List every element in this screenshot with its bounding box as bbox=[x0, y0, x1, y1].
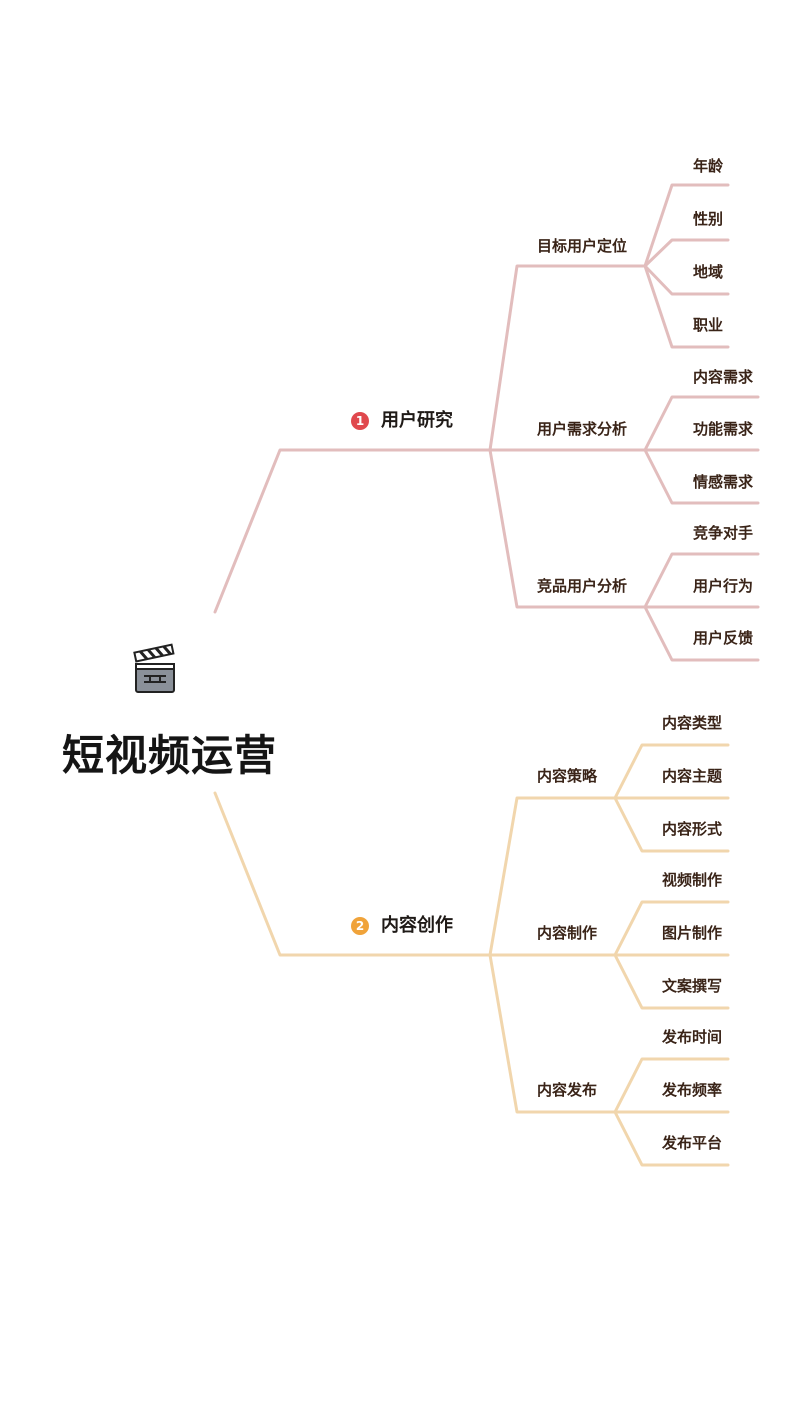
leaf-connector bbox=[643, 264, 730, 296]
sub-node: 目标用户定位 bbox=[537, 237, 628, 255]
sub-node: 竞品用户分析 bbox=[537, 577, 628, 595]
leaf-node: 用户反馈 bbox=[693, 629, 754, 647]
leaf-connector bbox=[613, 796, 730, 853]
sub-connector bbox=[488, 264, 647, 452]
leaf-connector bbox=[643, 605, 760, 662]
leaf-node: 发布时间 bbox=[662, 1028, 723, 1046]
leaf-node: 视频制作 bbox=[662, 871, 723, 889]
leaf-connector bbox=[643, 552, 760, 609]
clapperboard-icon bbox=[133, 643, 175, 693]
branch-label: 内容创作 bbox=[381, 915, 453, 936]
leaf-node: 内容形式 bbox=[662, 820, 723, 838]
sub-connector bbox=[488, 796, 617, 957]
leaf-connector bbox=[613, 953, 730, 1010]
leaf-connector bbox=[643, 264, 730, 349]
leaf-connector bbox=[643, 238, 730, 268]
sub-node: 内容制作 bbox=[537, 924, 598, 942]
leaf-connector bbox=[613, 1057, 730, 1114]
leaf-node: 性别 bbox=[693, 210, 724, 228]
sub-connector bbox=[488, 953, 617, 1114]
branch-connector bbox=[213, 791, 492, 957]
leaf-node: 图片制作 bbox=[662, 924, 723, 942]
sub-node: 内容发布 bbox=[537, 1081, 598, 1099]
number-badge: 2 bbox=[351, 917, 369, 935]
leaf-node: 用户行为 bbox=[693, 577, 754, 595]
sub-connector bbox=[488, 448, 647, 609]
leaf-connector bbox=[613, 900, 730, 957]
branch-content-creation: 2 内容创作 bbox=[351, 917, 453, 935]
map-title: 短视频运营 bbox=[62, 731, 278, 780]
branch-label: 用户研究 bbox=[381, 410, 453, 431]
sub-node: 内容策略 bbox=[537, 767, 598, 785]
leaf-node: 竞争对手 bbox=[693, 524, 754, 542]
sub-node: 用户需求分析 bbox=[537, 420, 628, 438]
number-badge: 1 bbox=[351, 412, 369, 430]
branch-user-research: 1 用户研究 bbox=[351, 412, 453, 430]
leaf-connector bbox=[613, 1110, 730, 1167]
leaf-connector bbox=[643, 395, 760, 452]
leaf-connector bbox=[613, 743, 730, 800]
leaf-node: 年龄 bbox=[693, 157, 724, 175]
leaf-connector bbox=[643, 448, 760, 505]
leaf-node: 内容类型 bbox=[662, 714, 723, 732]
leaf-node: 内容主题 bbox=[662, 767, 723, 785]
leaf-node: 发布平台 bbox=[662, 1134, 723, 1152]
leaf-node: 职业 bbox=[693, 316, 724, 334]
leaf-node: 地域 bbox=[693, 263, 724, 281]
leaf-connector bbox=[643, 183, 730, 268]
leaf-node: 发布频率 bbox=[662, 1081, 723, 1099]
leaf-node: 内容需求 bbox=[693, 368, 754, 386]
leaf-node: 功能需求 bbox=[693, 420, 754, 438]
leaf-node: 情感需求 bbox=[693, 473, 754, 491]
leaf-node: 文案撰写 bbox=[662, 977, 723, 995]
branch-connector bbox=[213, 448, 492, 614]
